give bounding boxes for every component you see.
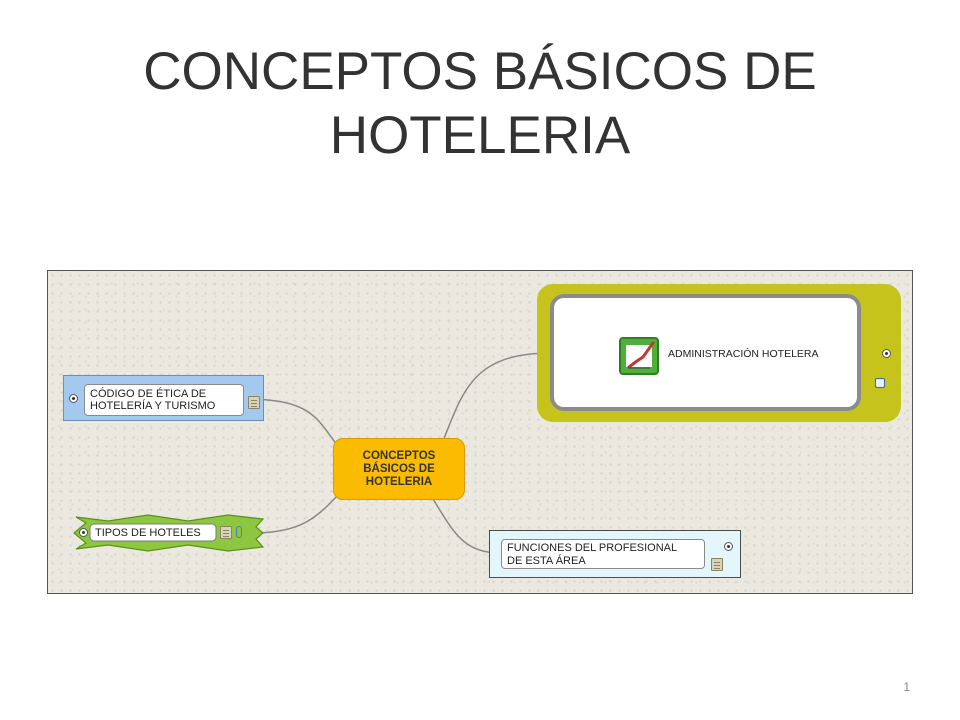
collapse-icon[interactable] (79, 528, 88, 537)
note-icon[interactable] (248, 396, 260, 409)
slide-title: CONCEPTOS BÁSICOS DE HOTELERIA (40, 40, 920, 168)
node-funciones-label-2: DE ESTA ÁREA (507, 555, 586, 567)
chart-icon (619, 337, 659, 375)
connector-codigo (247, 398, 339, 447)
connector-admin (442, 352, 552, 442)
node-codigo-etica-box: CÓDIGO DE ÉTICA DE HOTELERÍA Y TURISMO (84, 384, 244, 416)
collapse-icon[interactable] (724, 542, 733, 551)
collapse-icon[interactable] (69, 394, 78, 403)
center-node[interactable]: CONCEPTOS BÁSICOS DE HOTELERIA (333, 438, 465, 500)
slide-title-line1: CONCEPTOS BÁSICOS DE (143, 42, 817, 101)
node-administracion-hotelera[interactable] (537, 284, 901, 422)
page-number: 1 (903, 680, 910, 694)
connector-tipos (252, 492, 341, 534)
attachment-icon[interactable] (875, 378, 885, 388)
note-icon[interactable] (220, 526, 232, 539)
node-codigo-label-1: CÓDIGO DE ÉTICA DE (90, 388, 207, 400)
note-icon[interactable] (711, 558, 723, 571)
node-funciones-label-1: FUNCIONES DEL PROFESIONAL (507, 542, 678, 554)
node-tipos-label[interactable]: TIPOS DE HOTELES (95, 527, 201, 539)
attachment-icon[interactable] (236, 526, 242, 538)
node-codigo-etica[interactable]: CÓDIGO DE ÉTICA DE HOTELERÍA Y TURISMO (63, 375, 264, 421)
node-codigo-label-2: HOTELERÍA Y TURISMO (90, 400, 216, 412)
node-admin-label: ADMINISTRACIÓN HOTELERA (668, 348, 819, 360)
node-funciones-box: FUNCIONES DEL PROFESIONAL DE ESTA ÁREA (501, 539, 705, 569)
tipos-node-inner (89, 523, 217, 542)
node-funciones-profesional[interactable]: FUNCIONES DEL PROFESIONAL DE ESTA ÁREA (489, 530, 741, 578)
node-administracion-box (550, 294, 861, 411)
mind-map: CONCEPTOS BÁSICOS DE HOTELERIA CÓDIGO DE… (47, 270, 913, 594)
slide-title-line2: HOTELERIA (329, 106, 631, 165)
collapse-icon[interactable] (882, 349, 891, 358)
center-node-label: CONCEPTOS BÁSICOS DE HOTELERIA (362, 449, 436, 488)
